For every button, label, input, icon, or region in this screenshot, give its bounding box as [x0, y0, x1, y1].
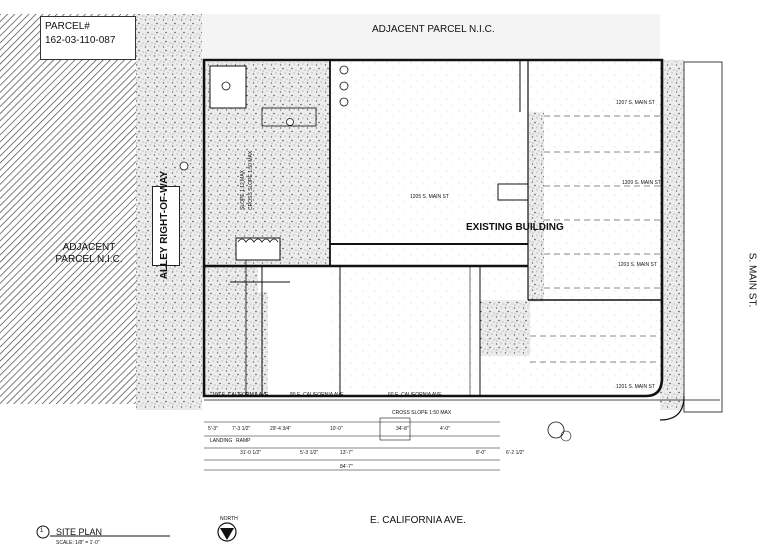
- tree-symbol-2: [560, 430, 572, 442]
- parcel-label: PARCEL#: [45, 21, 90, 32]
- dim-landing: LANDING: [210, 438, 233, 444]
- dim-1: 5'-3": [208, 426, 218, 432]
- dim-11: 8'-0": [476, 450, 486, 456]
- building-outline: [202, 58, 664, 398]
- dim-12: 6'-2 1/2": [506, 450, 525, 456]
- planter-shrubs: [237, 238, 279, 243]
- dim-2: 7'-3 1/2": [232, 426, 251, 432]
- street-california-label: E. CALIFORNIA AVE.: [370, 515, 466, 526]
- alley-label: ALLEY RIGHT-OF-WAY: [159, 170, 170, 280]
- title-scale: SCALE: 1/8" = 1'-0": [56, 540, 100, 546]
- title-number: 1: [40, 528, 44, 534]
- dim-7: 31'-0 1/2": [240, 450, 262, 456]
- parcel-number: 162-03-110-087: [45, 35, 116, 46]
- east-street-edge: [683, 61, 723, 413]
- address-1205: 1205 S. MAIN ST: [410, 194, 449, 200]
- equipment-symbol: [221, 81, 231, 91]
- north-label: NORTH: [220, 516, 238, 522]
- address-100: 100 E. CALIFORNIA AVE.: [212, 392, 270, 398]
- slope-note-1: SLOPE 1:12 MAX: [240, 169, 246, 210]
- planter: [235, 237, 281, 261]
- dim-3: 29'-4 3/4": [270, 426, 292, 432]
- address-80: 80 E. CALIFORNIA AVE.: [290, 392, 345, 398]
- column-block: [497, 183, 529, 201]
- courtyard-south: [204, 266, 258, 396]
- dim-4: 10'-0": [330, 426, 343, 432]
- tree-symbol: [547, 421, 565, 439]
- adjacent-parcel-top-label: ADJACENT PARCEL N.I.C.: [372, 24, 495, 35]
- parcel-tag: PARCEL# 162-03-110-087: [40, 16, 136, 60]
- dimension-lines: [204, 421, 500, 471]
- title-site-plan: SITE PLAN: [56, 527, 103, 537]
- equipment-pad: [209, 65, 247, 109]
- building-interior: [330, 62, 660, 392]
- dim-9: 5'-3 1/2": [300, 450, 319, 456]
- bench: [261, 107, 317, 127]
- address-1203: 1203 S. MAIN ST: [618, 262, 657, 268]
- courtyard-ramp: [258, 292, 268, 396]
- address-1209: 1209 S. MAIN ST: [622, 180, 661, 186]
- address-1201: 1201 S. MAIN ST: [616, 384, 655, 390]
- address-60: 60 E. CALIFORNIA AVE.: [388, 392, 443, 398]
- east-sidewalk: [660, 60, 684, 410]
- existing-building-label: EXISTING BUILDING: [466, 222, 564, 233]
- stall-lines: [530, 115, 660, 363]
- dim-6: 4'-0": [440, 426, 450, 432]
- dim-ramp: RAMP: [236, 438, 251, 444]
- adjacent-parcel-hatch: [0, 14, 136, 404]
- cross-slope-note: CROSS SLOPE 1:50 MAX: [392, 410, 452, 416]
- dim-5: 34'-8": [396, 426, 409, 432]
- dim-10: 84'-7": [340, 464, 353, 470]
- alley-label-box: [152, 186, 180, 266]
- address-1207: 1207 S. MAIN ST: [616, 100, 655, 106]
- title-number-circle: [36, 525, 50, 539]
- street-main-label: S. MAIN ST.: [746, 252, 758, 308]
- dim-8: 13'-7": [340, 450, 353, 456]
- slope-note-2: CROSS SLOPE 1:50 MAX: [248, 150, 254, 210]
- north-arrow-icon: [220, 528, 234, 540]
- top-border-band: [202, 14, 660, 58]
- landing-detail: [379, 417, 411, 441]
- keynote-callouts: [179, 65, 349, 171]
- adjacent-parcel-left-label: ADJACENT PARCEL N.I.C.: [55, 242, 123, 265]
